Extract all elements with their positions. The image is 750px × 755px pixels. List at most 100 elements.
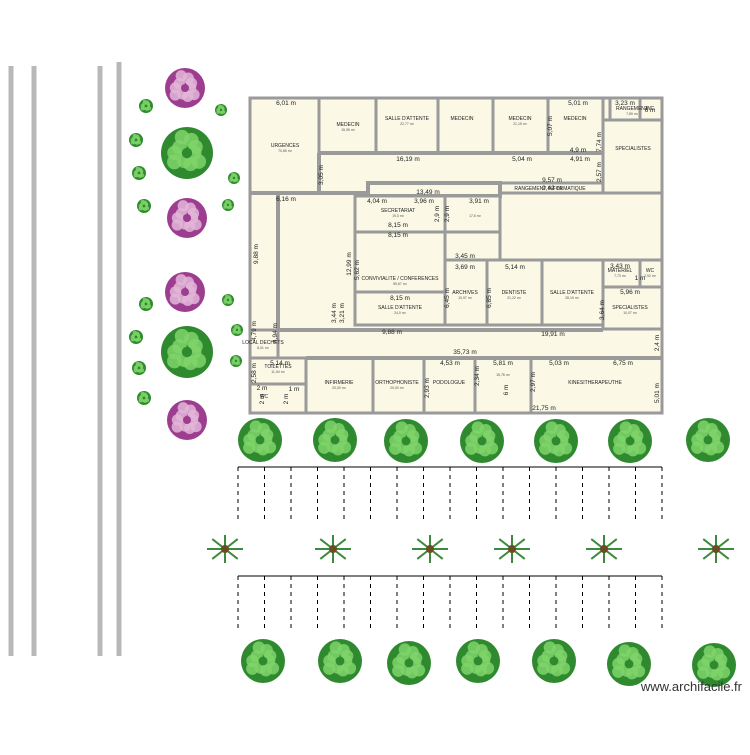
shrub-icon xyxy=(698,535,734,563)
dimension-label: 35,73 m xyxy=(453,349,477,356)
tree-icon xyxy=(161,127,213,179)
tree-icon xyxy=(132,166,146,180)
tree-icon xyxy=(387,641,431,685)
room-area: 15,76 m² xyxy=(496,373,511,377)
room-area: 10,07 m² xyxy=(623,311,638,315)
room-label: PODOLOGUE xyxy=(433,380,466,386)
dimension-label: 6 m xyxy=(503,385,510,396)
room-medecin-2[interactable] xyxy=(438,98,493,153)
tree-icon xyxy=(384,419,428,463)
dimension-label: 6 m xyxy=(645,107,656,114)
dimension-label: 6,01 m xyxy=(276,100,296,107)
dimension-label: 5,96 m xyxy=(620,289,640,296)
dimension-label: 5,81 m xyxy=(493,360,513,367)
dimension-label: 6,45 m xyxy=(444,288,451,308)
dimension-label: 9,88 m xyxy=(382,329,402,336)
tree-icon xyxy=(137,391,151,405)
dimension-label: 6,16 m xyxy=(276,196,296,203)
tree-icon xyxy=(460,419,504,463)
room-area: 17,6 m² xyxy=(469,214,482,218)
shrub-icon xyxy=(207,535,243,563)
room-label: MEDECIN xyxy=(450,116,473,122)
dimension-label: 8,15 m xyxy=(388,232,408,239)
dimension-label: 6,75 m xyxy=(613,360,633,367)
room-area: 11,94 m² xyxy=(271,370,285,374)
tree-icon xyxy=(222,294,234,306)
dimension-label: 19,91 m xyxy=(541,331,565,338)
dimension-label: 2,58 m xyxy=(251,363,258,383)
dimension-label: 2,97 m xyxy=(530,372,537,392)
shrub-icon xyxy=(412,535,448,563)
dimension-label: 8,15 m xyxy=(388,222,408,229)
tree-icon xyxy=(222,199,234,211)
dimension-label: 8,15 m xyxy=(390,295,410,302)
dimension-label: 4,94 m xyxy=(272,323,279,343)
room-label: MEDECIN xyxy=(563,116,586,122)
room-area: 10,97 m² xyxy=(458,296,473,300)
tree-icon xyxy=(132,361,146,375)
dimension-label: 3,69 m xyxy=(455,264,475,271)
tree-icon xyxy=(313,418,357,462)
dimension-label: 3,96 m xyxy=(414,198,434,205)
room-label: KINESITHERAPEUTHE xyxy=(568,380,622,386)
flower-tree-icon xyxy=(167,198,207,238)
dimension-label: 2,9 m xyxy=(434,206,441,222)
dimension-label: 3,43 m xyxy=(610,263,630,270)
dimension-label: 5,07 m xyxy=(547,116,554,136)
tree-icon xyxy=(534,419,578,463)
tree-icon xyxy=(137,199,151,213)
dimension-label: 4,04 m xyxy=(367,198,387,205)
dimension-label: 2,9 m xyxy=(444,206,451,222)
room-area: 21,15 m² xyxy=(513,122,528,126)
dimension-label: 1 m xyxy=(635,275,646,282)
dimension-label: 12,99 m xyxy=(346,252,353,276)
dimension-label: 5,62 m xyxy=(354,260,361,280)
room-area: 2,92 m² xyxy=(644,274,657,278)
room-area: 15,95 m² xyxy=(341,128,356,132)
tree-icon xyxy=(215,104,227,116)
room-area: 8,01 m² xyxy=(257,346,270,350)
dimension-label: 1 m xyxy=(289,386,300,393)
dimension-label: 13,49 m xyxy=(416,189,440,196)
dimension-label: 4,79 m xyxy=(251,321,258,341)
tree-icon xyxy=(230,355,242,367)
tree-icon xyxy=(139,99,153,113)
room-area: 59,67 m² xyxy=(393,282,408,286)
dimension-label: 21,75 m xyxy=(532,405,556,412)
room-area: 20,00 m² xyxy=(390,386,405,390)
watermark: www.archifacile.fr xyxy=(641,679,742,694)
dimension-label: 3,45 m xyxy=(455,253,475,260)
tree-icon xyxy=(532,639,576,683)
tree-icon xyxy=(608,419,652,463)
dimension-label: 5,01 m xyxy=(568,100,588,107)
room-label: SPECIALISTES xyxy=(615,146,651,152)
tree-icon xyxy=(456,639,500,683)
room-area: 20,00 m² xyxy=(332,386,347,390)
dimension-label: 4,9 m xyxy=(570,147,586,154)
dimension-label: 9,42 m xyxy=(542,185,562,192)
dimension-label: 2,4 m xyxy=(654,335,661,351)
tree-icon xyxy=(129,330,143,344)
dimension-label: 5,03 m xyxy=(549,360,569,367)
tree-icon xyxy=(238,418,282,462)
room-area: 24,0 m² xyxy=(394,311,407,315)
room-area: 28,19 m² xyxy=(565,296,580,300)
dimension-label: 2 m xyxy=(259,394,266,405)
dimension-label: 9,57 m xyxy=(542,177,562,184)
dimension-label: 3,91 m xyxy=(469,198,489,205)
tree-icon xyxy=(318,639,362,683)
dimension-label: 3,44 m xyxy=(331,303,338,323)
dimension-label: 3,23 m xyxy=(615,100,635,107)
tree-icon xyxy=(139,297,153,311)
tree-icon xyxy=(241,639,285,683)
dimension-label: 2 m xyxy=(257,385,268,392)
dimension-label: 16,19 m xyxy=(396,156,420,163)
tree-icon xyxy=(231,324,243,336)
tree-icon xyxy=(228,172,240,184)
room-specialistes-1[interactable] xyxy=(603,120,662,193)
tree-icon xyxy=(129,133,143,147)
dimension-label: 5,14 m xyxy=(270,360,290,367)
room-area: 19,3 m² xyxy=(392,214,405,218)
